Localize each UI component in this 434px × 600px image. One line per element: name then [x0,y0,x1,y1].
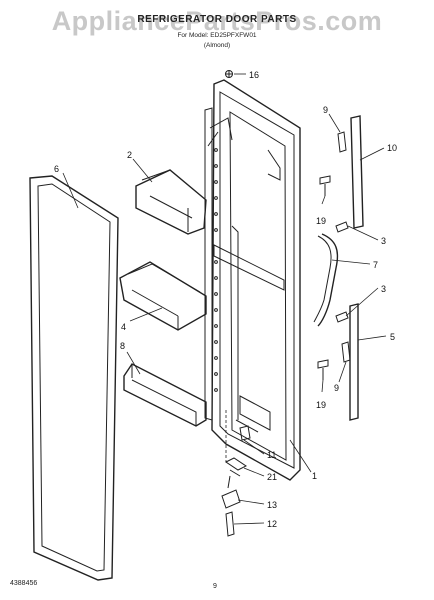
color-label: (Almond) [203,42,231,49]
callout-1: 1 [312,471,317,481]
callout-19-bottom: 19 [316,400,326,410]
callout-7: 7 [373,260,378,270]
handle-mount-screw-top [335,221,349,233]
top-screw [225,70,233,78]
door-liner [204,79,301,481]
callout-3-bottom: 3 [381,284,386,294]
hinge-bushing [239,425,251,441]
callout-6: 6 [54,164,59,174]
hinge-pin [221,475,241,509]
door-gasket [29,175,119,581]
callout-4: 4 [121,322,126,332]
upper-trim-strip [350,115,364,229]
door-shelf [123,363,207,427]
callout-3-top: 3 [381,236,386,246]
callout-9-top: 9 [323,105,328,115]
callout-5: 5 [390,332,395,342]
document-number: 4388456 [10,580,38,587]
callout-8: 8 [120,341,125,351]
watermark: AppliancePartsPros.com [51,6,383,36]
hinge-screw [225,511,235,537]
liner-hole-column [214,148,218,392]
leader-lines [62,73,387,525]
handle-screw-bottom [317,359,329,380]
callout-9-bottom: 9 [334,383,339,393]
callout-10: 10 [387,143,397,153]
callout-19-top: 19 [316,216,326,226]
callout-13: 13 [267,500,277,510]
handle-end-cap-bottom [341,341,351,363]
callout-16: 16 [249,70,259,80]
diagram-title: REFRIGERATOR DOOR PARTS [137,14,297,25]
hinge-bracket [225,457,247,477]
callout-21: 21 [267,472,277,482]
handle-end-cap-top [337,131,347,153]
page-number: 9 [213,583,217,590]
dairy-bin [135,169,207,235]
handle-mount-screw-bottom [335,311,349,323]
lower-trim-strip [349,303,359,421]
handle-screw-top [319,175,331,196]
callout-2: 2 [127,150,132,160]
callout-11: 11 [267,450,276,460]
model-label: For Model: ED25PFXFW01 [177,32,257,39]
callout-12: 12 [267,519,277,529]
door-handle [313,233,339,327]
door-bin [119,261,207,331]
